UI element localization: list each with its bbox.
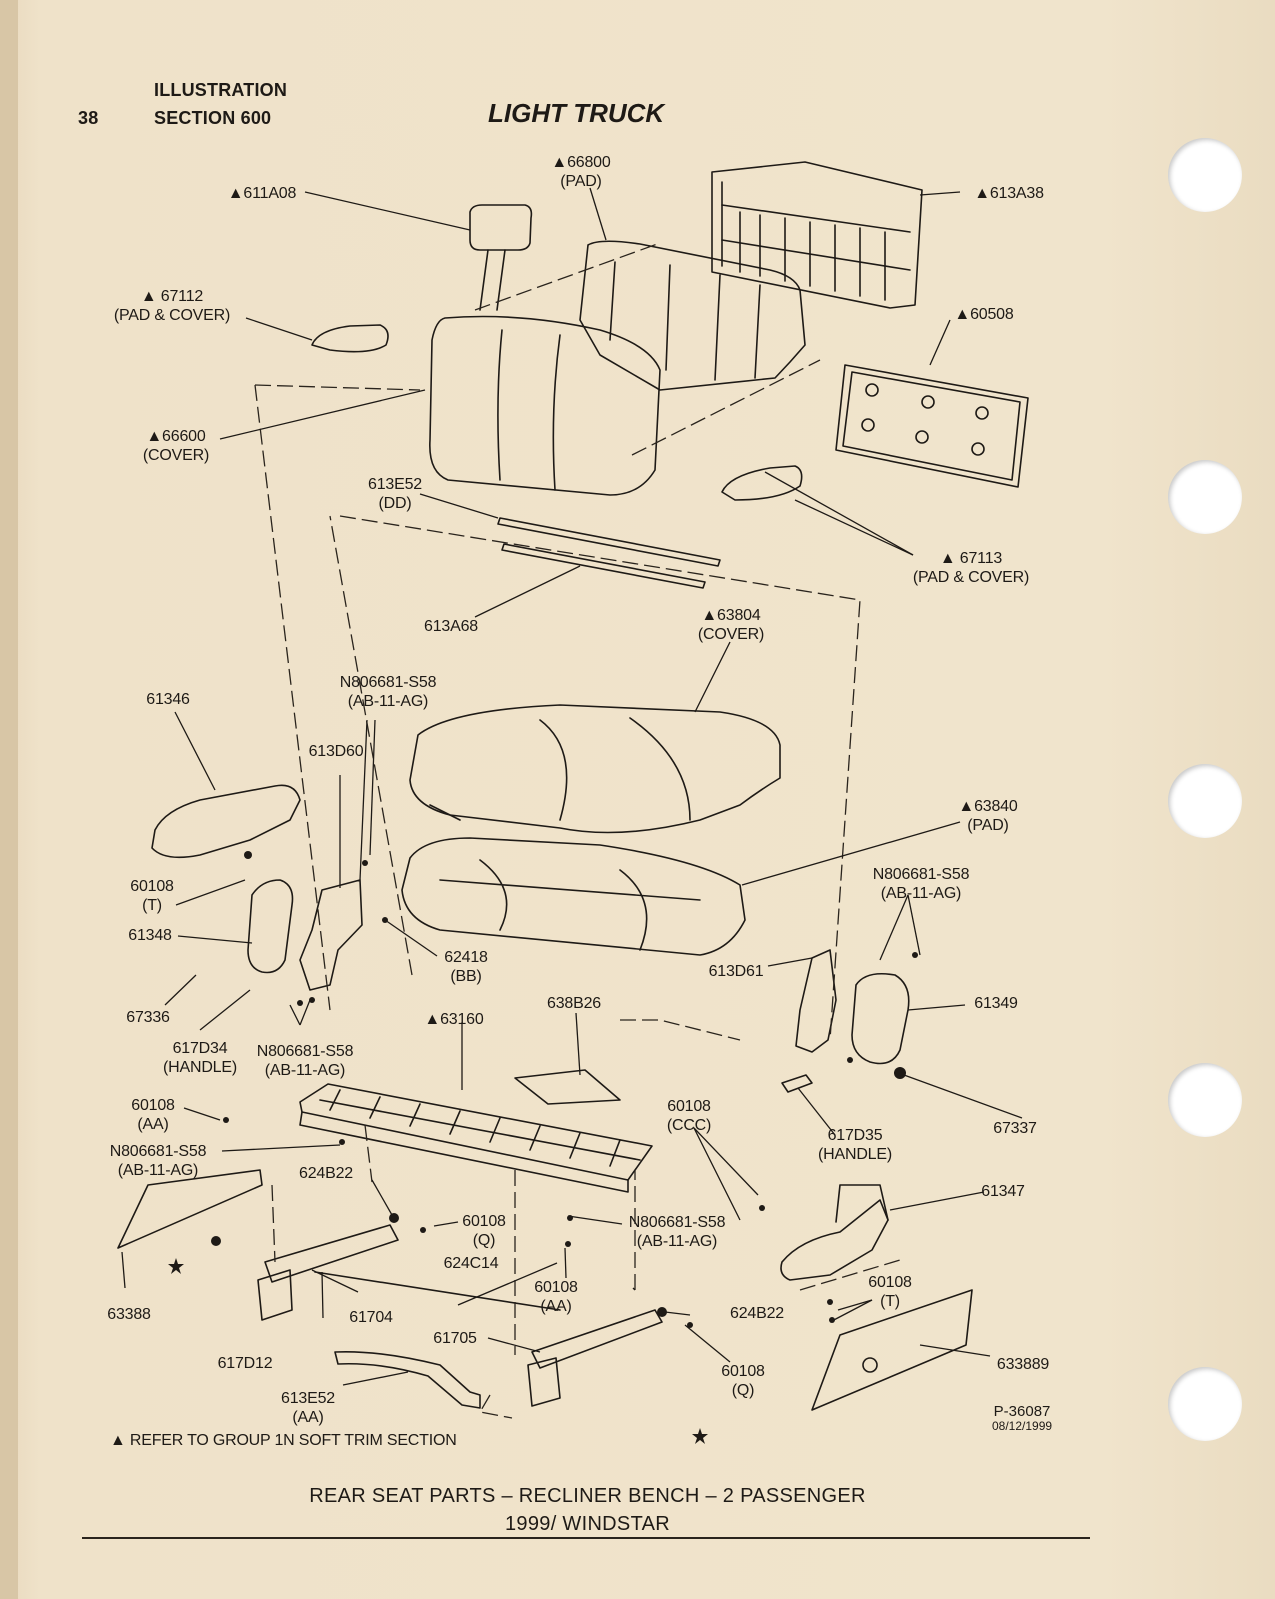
part-label-60108-t-left: 60108(T) (130, 878, 174, 914)
caption-line2: 1999/ WINDSTAR (505, 1513, 670, 1535)
armrest-bracket-left-part (151, 784, 301, 859)
footnote: ▲ REFER TO GROUP 1N SOFT TRIM SECTION (110, 1432, 457, 1449)
part-label-60108-aa-left: 60108(AA) (131, 1097, 175, 1133)
seatback-pad-part (579, 240, 806, 391)
part-label-624c14: 624C14 (443, 1255, 499, 1272)
part-label-633889: 633889 (996, 1356, 1050, 1373)
seat-track-bar-part (334, 1350, 481, 1409)
part-label-n806681-c: N806681-S58(AB-11-AG) (256, 1043, 354, 1079)
seatback-panel-part (835, 364, 1029, 488)
seat-cushion-pad-part (401, 837, 746, 956)
seat-track-right-part (527, 1309, 663, 1407)
part-label-63840: ▲63840(PAD) (958, 798, 1018, 834)
part-label-n806681-a: N806681-S58(AB-11-AG) (339, 674, 437, 710)
bottom-rule (82, 1537, 1090, 1539)
part-label-617d12: 617D12 (217, 1355, 273, 1372)
part-label-61348: 61348 (128, 927, 172, 944)
seat-bar-part (514, 1069, 621, 1105)
part-label-67112: ▲ 67112(PAD & COVER) (113, 288, 231, 324)
binder-hole (1168, 764, 1242, 838)
part-label-63388: 63388 (107, 1306, 151, 1323)
part-label-613d61: 613D61 (708, 963, 764, 980)
part-label-61347: 61347 (981, 1183, 1025, 1200)
star-markers (168, 1258, 708, 1444)
part-label-n806681-e: N806681-S58(AB-11-AG) (628, 1214, 726, 1250)
seat-cushion-cover-part (409, 704, 781, 834)
part-label-60108-ccc: 60108(CCC) (666, 1098, 712, 1134)
page-number: 38 (78, 108, 99, 128)
seat-rods-part (497, 517, 721, 589)
part-label-66800: ▲66800(PAD) (551, 154, 611, 190)
binder-hole (1168, 460, 1242, 534)
part-label-60508: ▲60508 (954, 306, 1014, 323)
part-label-66600: ▲66600(COVER) (142, 428, 210, 464)
part-label-60108-aa-bottom: 60108(AA) (534, 1279, 578, 1315)
part-label-62418: 62418(BB) (444, 949, 488, 985)
handle-right-part (781, 1074, 813, 1093)
recliner-right-part (795, 949, 837, 1053)
part-label-60108-q-top: 60108(Q) (462, 1213, 506, 1249)
side-shield-left-part (247, 879, 294, 974)
plate-number: P-36087 08/12/1999 (992, 1403, 1053, 1433)
part-label-60108-t-right: 60108(T) (868, 1274, 912, 1310)
part-label-61346: 61346 (146, 691, 190, 708)
seat-track-left-part (257, 1224, 399, 1321)
recliner-left-part (299, 879, 363, 991)
part-label-624b22-top: 624B22 (299, 1165, 353, 1182)
armrest-pad-right-part (721, 465, 803, 501)
part-label-67113: ▲ 67113(PAD & COVER) (912, 550, 1030, 586)
section-heading-line2: SECTION 600 (154, 108, 272, 128)
seat-frame-part (299, 1083, 653, 1193)
fastener-markers (211, 851, 918, 1328)
armrest-pad-left-part (311, 324, 389, 353)
side-shield-right-part (851, 972, 910, 1065)
part-label-63160: ▲63160 (424, 1011, 484, 1028)
caption-line1: REAR SEAT PARTS – RECLINER BENCH – 2 PAS… (309, 1485, 866, 1507)
part-label-61349: 61349 (974, 995, 1018, 1012)
part-label-613e52-dd: 613E52(DD) (368, 476, 422, 512)
trim-panel-left-part (117, 1169, 263, 1249)
part-label-60108-q-bottom: 60108(Q) (721, 1363, 765, 1399)
seatback-frame-part (711, 161, 923, 309)
cross-rod-part (314, 1271, 561, 1311)
part-label-67337: 67337 (993, 1120, 1037, 1137)
seatback-cover-part (429, 315, 661, 496)
section-heading-line1: ILLUSTRATION (154, 80, 288, 100)
part-label-n806681-b: N806681-S58(AB-11-AG) (872, 866, 970, 902)
part-label-638b26: 638B26 (547, 995, 601, 1012)
part-label-63804: ▲63804(COVER) (697, 607, 765, 643)
part-label-61704: 61704 (349, 1309, 393, 1326)
trim-panel-right-part (811, 1289, 973, 1411)
part-label-617d34: 617D34(HANDLE) (163, 1040, 237, 1076)
part-label-624b22-bottom: 624B22 (730, 1305, 784, 1322)
binder-hole (1168, 1063, 1242, 1137)
headrest-part (469, 204, 533, 311)
part-label-n806681-d: N806681-S58(AB-11-AG) (109, 1143, 207, 1179)
part-label-613d60: 613D60 (308, 743, 364, 760)
part-label-613a38: ▲613A38 (974, 185, 1044, 202)
binder-hole (1168, 1367, 1242, 1441)
binder-hole (1168, 138, 1242, 212)
part-label-611a08: ▲611A08 (227, 185, 297, 202)
part-label-617d35: 617D35(HANDLE) (818, 1127, 892, 1163)
part-label-613a68: 613A68 (424, 618, 478, 635)
part-label-61705: 61705 (433, 1330, 477, 1347)
page-title: LIGHT TRUCK (488, 98, 665, 128)
armrest-bracket-right-part (780, 1184, 889, 1281)
part-label-613e52-aa: 613E52(AA) (281, 1390, 335, 1426)
page-edge (0, 0, 18, 1599)
part-label-67336: 67336 (126, 1009, 170, 1026)
